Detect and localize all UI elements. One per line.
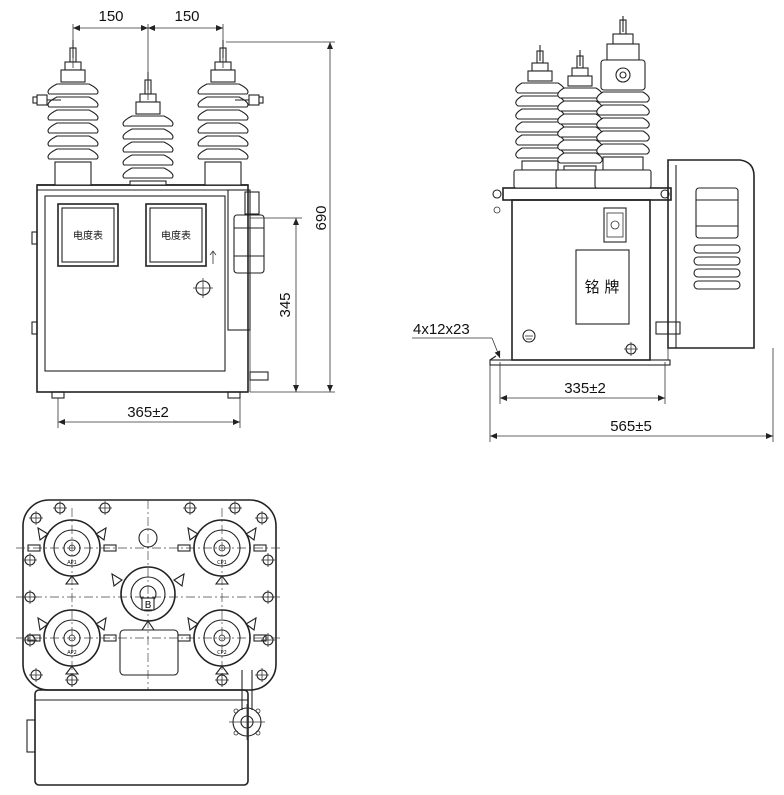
meter-window-right: 电度表 [145,203,207,267]
top-center-box [119,629,179,676]
indicator-arrow-icon [209,250,217,264]
nameplate-label: 铭 牌 [585,278,620,296]
front-side-ct [227,189,269,392]
bushing-label: AP1 [67,560,77,566]
bolt-icon [29,511,43,525]
bolt-icon [65,673,79,687]
bolt-icon [23,590,37,604]
bolt-icon [255,511,269,525]
bolt-icon [255,668,269,682]
ground-icon [522,329,536,343]
dim-hole-spacing: 335±2 [564,380,606,397]
bushing-label: CP1 [217,560,227,566]
side-dimensions: 4x12x23 335±2 565±5 [412,321,774,442]
terminal-connector-icon [235,94,264,106]
dim-base-width: 365±2 [127,404,169,421]
bolt-icon [53,501,67,515]
dim-mount-height: 345 [277,292,294,317]
terminal-connector-icon [32,94,61,106]
dim-total-height: 690 [313,205,330,230]
front-foot-right [227,391,241,399]
bushing-label: CP2 [217,650,227,656]
bolt-icon [98,501,112,515]
bolt-icon [183,501,197,515]
hinge-upper [31,231,38,245]
side-insulator-front [594,16,652,189]
dim-spacing-right: 150 [174,8,199,25]
side-valve-icon [624,342,638,356]
top-bushing-cp1: CP1 [177,519,267,585]
bushing-label: AP2 [67,650,77,656]
front-view: 电度表 电度表 [31,40,269,399]
dim-hole-spec: 4x12x23 [413,321,470,338]
side-view: 铭 牌 [489,16,755,366]
side-insulator-middle [555,50,605,189]
dim-spacing-left: 150 [98,8,123,25]
top-center-bushing: B [111,566,185,631]
bolt-icon [261,553,275,567]
front-dimensions: 150 150 690 345 365±2 [57,8,335,428]
top-bushing-ap2: AP2 [27,609,117,675]
side-top-flange [502,187,672,201]
bolt-icon [23,553,37,567]
side-insulator-rear [513,45,567,189]
top-side-mechanism [229,670,265,740]
side-nameplate: 铭 牌 [575,249,630,325]
bolt-icon [228,501,242,515]
door-lock-icon [193,278,213,298]
side-junction-box [603,207,627,243]
bolt-icon [215,673,229,687]
top-bushing-cp2: CP2 [177,609,267,675]
front-cabinet-door [44,195,226,372]
bolt-icon [261,590,275,604]
front-insulator-center [122,72,174,186]
top-bottom-latch [26,719,36,753]
top-bushing-ap1: AP1 [27,519,117,585]
meter-label-left: 电度表 [73,229,103,242]
meter-label-right: 电度表 [161,229,191,242]
side-ct-housing [655,159,755,360]
top-center-mark: B [145,600,152,611]
dim-total-width: 565±5 [610,418,652,435]
hinge-lower [31,321,38,335]
front-cabinet [36,184,249,393]
front-foot-left [51,391,65,399]
top-bottom-housing [34,689,249,786]
bolt-icon [261,633,275,647]
bolt-icon [29,668,43,682]
meter-window-left: 电度表 [57,203,119,267]
